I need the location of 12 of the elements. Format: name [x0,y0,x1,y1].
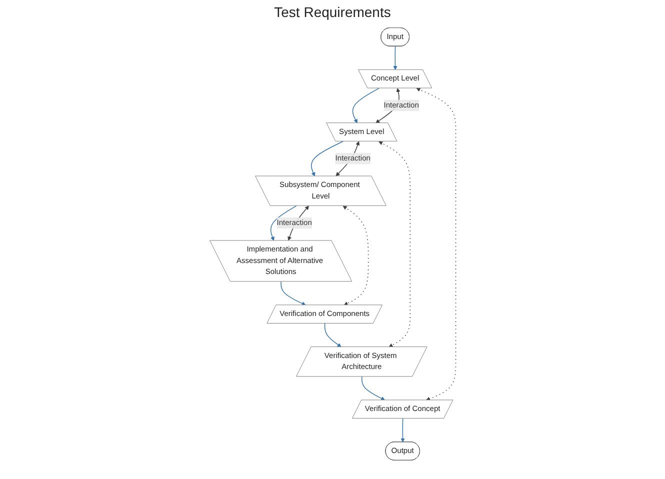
arrow [352,88,380,124]
arrow [324,323,342,348]
arrow [400,418,405,442]
arrow [310,141,344,176]
arrow [280,281,306,306]
arrow [378,141,410,348]
arrow [342,206,368,306]
arrow [361,376,385,400]
arrow [270,205,297,241]
arrow [416,88,456,401]
note-label: Test Requirements [274,4,391,20]
arrow [392,46,398,70]
